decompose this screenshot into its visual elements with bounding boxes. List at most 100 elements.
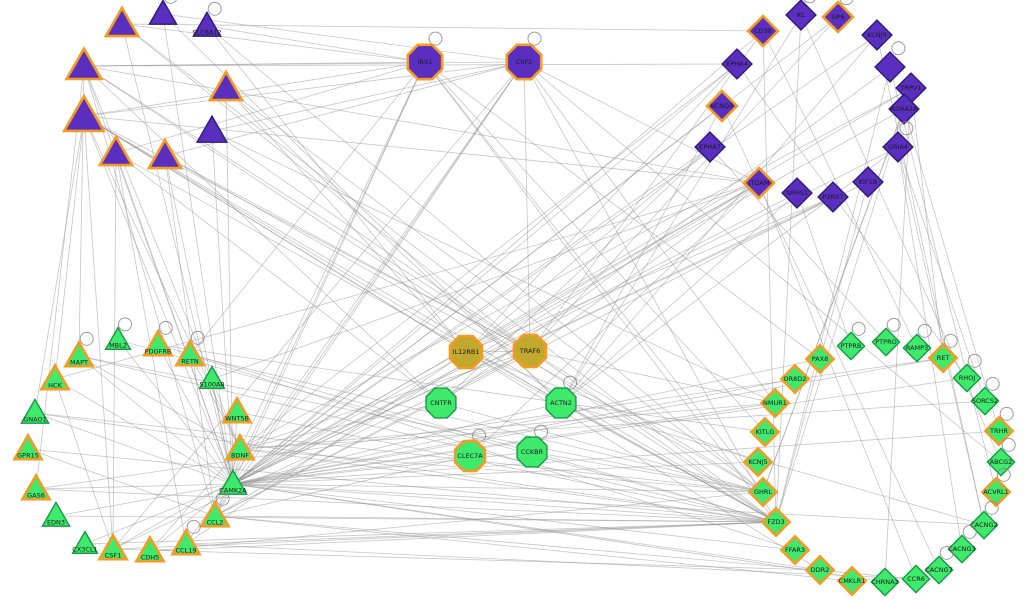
edge-CNTFR-BDNF	[239, 402, 442, 450]
node-pt1[interactable]	[103, 5, 141, 38]
node-CSF1[interactable]: CSF1	[97, 532, 129, 561]
edge-KL-FZD3	[775, 14, 802, 523]
node-NMUR1[interactable]: NMUR1	[759, 387, 791, 419]
node-pt8[interactable]	[97, 134, 135, 167]
node-S100A8[interactable]: S100A8	[198, 365, 226, 389]
node-CSF2[interactable]: CSF2	[505, 31, 543, 81]
edge-ACTN2-CACNG2	[560, 402, 985, 526]
node-FZD3[interactable]: FZD3	[760, 506, 792, 538]
node-pd6[interactable]	[874, 41, 906, 83]
node-RHOJ[interactable]: RHOJ	[952, 353, 982, 393]
node-CCKBR[interactable]: CCKBR	[516, 424, 549, 468]
node-CD38[interactable]: CD38	[746, 14, 780, 48]
node-CCL2[interactable]: CCL2	[199, 491, 231, 528]
node-CLEC7A[interactable]: CLEC7A	[453, 428, 487, 473]
edge-RETN-GHRL	[189, 354, 764, 493]
node-GHRL[interactable]: GHRL	[747, 476, 779, 508]
triangle-shape	[207, 69, 245, 102]
octagon-shape	[545, 387, 577, 419]
node-label: BDNF	[231, 451, 249, 459]
node-PDGFRB[interactable]: PDGFRB	[142, 320, 174, 357]
node-P2RX7[interactable]: P2RX7	[817, 181, 849, 213]
node-KITLG[interactable]: KITLG	[749, 416, 781, 448]
node-PAX8[interactable]: PAX8	[804, 343, 836, 375]
edge-pt4-ITGAM	[83, 65, 760, 184]
node-CNTFR[interactable]: CNTFR	[425, 387, 457, 419]
node-RAMP3[interactable]: RAMP3	[902, 323, 932, 363]
node-ITGAM[interactable]: ITGAM	[742, 166, 776, 200]
node-PTPRB[interactable]: PTPRB	[836, 321, 866, 361]
node-WNT5B[interactable]: WNT5B	[221, 395, 253, 424]
node-DDR2[interactable]: DDR2	[804, 554, 836, 586]
edge-TRAF6-FZD3	[529, 350, 777, 523]
node-CACNG2[interactable]: CACNG2	[969, 500, 999, 540]
node-MAPT[interactable]: MAPT	[63, 331, 95, 368]
edge-CX3CL1-FZD3	[84, 521, 777, 545]
node-pt4[interactable]	[64, 45, 104, 81]
node-MBL2[interactable]: MBL2	[104, 317, 132, 350]
node-label: CCKBR	[521, 448, 544, 456]
node-EPHA7[interactable]: EPHA7	[694, 131, 726, 163]
node-KCNJ5[interactable]: KCNJ5	[742, 446, 774, 478]
node-BDNF[interactable]: BDNF	[224, 432, 256, 461]
node-PTPRO[interactable]: PTPRO	[871, 317, 901, 357]
edge-EPHA7-PTPRO	[709, 146, 887, 343]
node-FFAR3[interactable]: FFAR3	[779, 534, 811, 566]
node-EPHA4[interactable]: EPHA4	[721, 48, 753, 80]
node-label: TRPV1	[900, 84, 922, 92]
node-TRHR[interactable]: TRHR	[983, 406, 1015, 447]
node-CHRNA3[interactable]: CHRNA3	[870, 567, 900, 597]
node-IRS1[interactable]: IRS1	[406, 31, 444, 81]
node-CDH5[interactable]: CDH5	[134, 534, 166, 563]
node-KIF1B[interactable]: KIF1B	[852, 166, 884, 198]
node-ADRA2A[interactable]: ADRA2A	[888, 93, 920, 125]
node-pt5[interactable]	[207, 69, 245, 102]
node-GAS6[interactable]: GAS6	[20, 472, 52, 501]
node-GNAO1[interactable]: GNAO1	[20, 397, 50, 424]
node-IL12RB1[interactable]: IL12RB1	[448, 334, 484, 370]
node-RET[interactable]: RET	[927, 333, 959, 374]
self-loop	[215, 491, 230, 506]
node-CX3CL1[interactable]: CX3CL1	[71, 530, 99, 554]
node-SORCS2[interactable]: SORCS2	[970, 376, 1000, 416]
triangle-shape	[170, 527, 202, 556]
node-GRIA4[interactable]: GRIA4	[882, 121, 914, 163]
node-NPHS1[interactable]: NPHS1	[781, 177, 813, 209]
node-OR8D2[interactable]: OR8D2	[779, 363, 811, 395]
node-label: PTPRB	[841, 342, 862, 350]
edge-CAMK2A-PDGFRB	[157, 344, 234, 485]
triangle-shape	[134, 534, 166, 563]
edge-BDNF-RETN	[189, 354, 241, 450]
node-KL[interactable]: KL	[785, 0, 817, 31]
node-GPR15[interactable]: GPR15	[12, 432, 44, 461]
edge-PDGFRB-FZD3	[157, 344, 777, 523]
node-KCNQ3[interactable]: KCNQ3	[705, 89, 739, 123]
node-EDN3[interactable]: EDN3	[41, 500, 71, 527]
node-CMKLR1[interactable]: CMKLR1	[836, 565, 868, 597]
node-RETN[interactable]: RETN	[174, 330, 206, 367]
node-CAMK2A[interactable]: CAMK2A	[218, 468, 248, 495]
node-KCNJ9[interactable]: KCNJ9	[861, 19, 893, 51]
node-label: CMKLR1	[839, 577, 866, 585]
node-CACNG3[interactable]: CACNG3	[947, 524, 977, 564]
node-SLC6A12[interactable]: SLC6A12	[192, 1, 222, 37]
node-TRAF6[interactable]: TRAF6	[512, 333, 548, 369]
node-ACVRL1[interactable]: ACVRL1	[980, 467, 1012, 508]
node-pt7[interactable]	[195, 114, 229, 143]
node-pt2[interactable]	[148, 0, 178, 25]
edge-CSF2-NMUR1	[523, 61, 776, 404]
node-CCL19[interactable]: CCL19	[170, 519, 202, 556]
node-CCR6[interactable]: CCR6	[901, 564, 931, 594]
triangle-shape	[195, 114, 229, 143]
node-ABCG2[interactable]: ABCG2	[986, 437, 1016, 477]
node-HCK[interactable]: HCK	[39, 362, 71, 391]
node-GP6[interactable]: GP6	[821, 0, 855, 34]
node-CACNG7[interactable]: CACNG7	[924, 545, 954, 585]
diamond-shape	[901, 564, 931, 594]
edge-pt1-CD38	[121, 23, 764, 32]
edge-HCK-CSF1	[54, 378, 114, 550]
node-ACTN2[interactable]: ACTN2	[545, 375, 578, 419]
node-label: KCNQ3	[711, 102, 734, 110]
node-pt6[interactable]	[61, 93, 107, 133]
node-pt9[interactable]	[146, 137, 184, 170]
